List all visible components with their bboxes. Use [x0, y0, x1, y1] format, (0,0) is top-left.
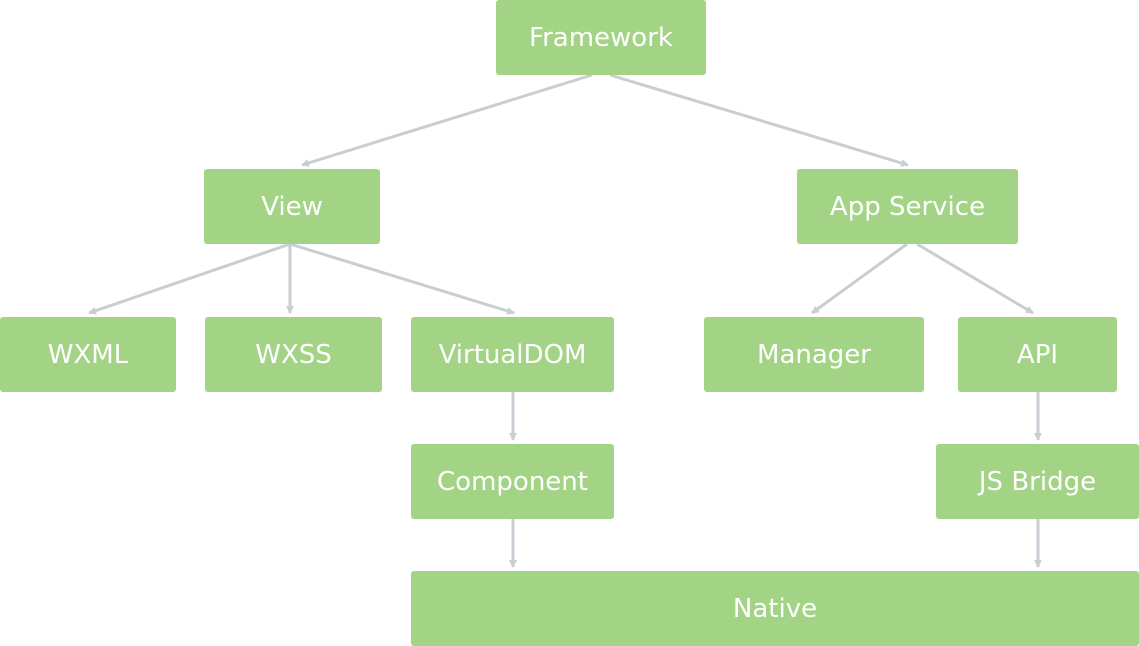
node-native: Native — [411, 571, 1139, 646]
edge-framework-view — [301, 73, 593, 167]
node-api: API — [958, 317, 1117, 392]
node-component: Component — [411, 444, 614, 519]
edge-app-service-api — [916, 242, 1034, 315]
node-virtualdom: VirtualDOM — [411, 317, 614, 392]
node-wxml: WXML — [0, 317, 176, 392]
node-app-service: App Service — [797, 169, 1018, 244]
node-manager: Manager — [704, 317, 924, 392]
edge-view-wxml — [88, 242, 291, 315]
node-js-bridge: JS Bridge — [936, 444, 1139, 519]
edge-app-service-manager — [811, 242, 908, 315]
node-view: View — [204, 169, 380, 244]
node-framework: Framework — [496, 0, 706, 75]
edge-view-virtualdom — [289, 242, 515, 315]
node-wxss: WXSS — [205, 317, 382, 392]
edge-framework-app-service — [609, 73, 909, 167]
